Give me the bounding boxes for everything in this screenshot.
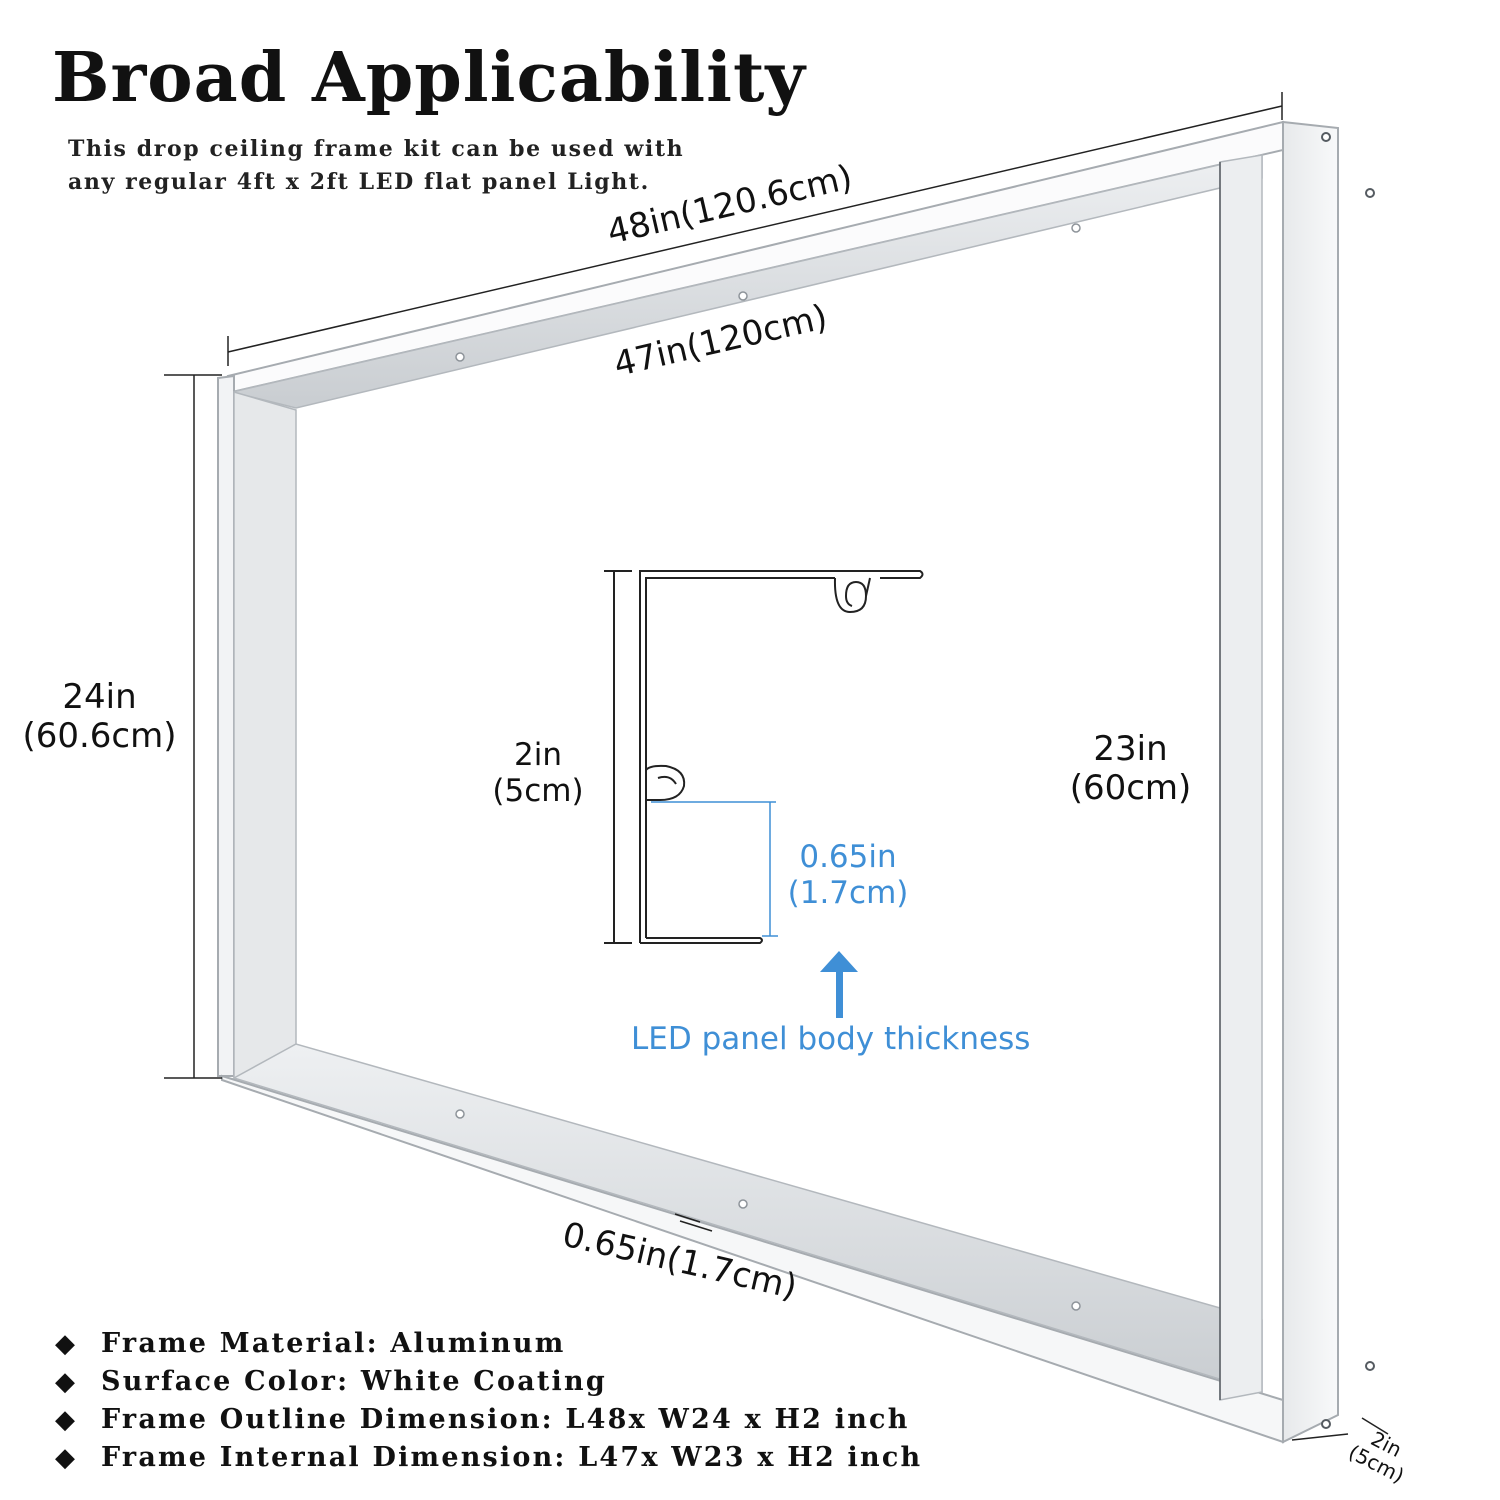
outer-width-label: 24in (60.6cm) bbox=[12, 677, 187, 757]
screw-holes bbox=[455, 223, 1081, 1311]
spec-item-text: Frame Internal Dimension: L47x W23 x H2 … bbox=[101, 1442, 923, 1473]
inner-width-cm: (60cm) bbox=[1069, 768, 1192, 809]
diamond-bullet-icon: ◆ bbox=[55, 1367, 78, 1397]
description-line-1: This drop ceiling frame kit can be used … bbox=[68, 136, 685, 162]
diamond-bullet-icon: ◆ bbox=[55, 1329, 78, 1359]
outer-width-cm: (60.6cm) bbox=[22, 716, 177, 757]
thickness-bracket bbox=[651, 801, 778, 937]
inner-width-label: 23in (60cm) bbox=[1058, 729, 1203, 809]
frame-right-side bbox=[1282, 120, 1339, 1444]
thickness-in: 0.65in bbox=[799, 839, 897, 875]
description-line-2: any regular 4ft x 2ft LED flat panel Lig… bbox=[68, 169, 650, 195]
spec-item: ◆ Frame Outline Dimension: L48x W24 x H2 … bbox=[55, 1401, 922, 1439]
spec-item-text: Frame Outline Dimension: L48x W24 x H2 i… bbox=[101, 1404, 910, 1435]
spec-item: ◆ Frame Material: Aluminum bbox=[55, 1325, 922, 1363]
inner-width-in: 23in bbox=[1093, 729, 1168, 769]
profile-height-in: 2in bbox=[514, 737, 562, 773]
frame-left-rail-inner bbox=[233, 391, 297, 1082]
description: This drop ceiling frame kit can be used … bbox=[68, 133, 748, 199]
frame-right-rail-inner bbox=[1219, 154, 1263, 1401]
arrow-label: LED panel body thickness bbox=[631, 1021, 1031, 1057]
diamond-bullet-icon: ◆ bbox=[55, 1405, 78, 1435]
dimension-lines bbox=[164, 92, 1389, 1441]
spec-item-text: Surface Color: White Coating bbox=[101, 1366, 607, 1397]
profile-height-label: 2in (5cm) bbox=[482, 737, 594, 809]
frame-left-rail bbox=[217, 374, 235, 1077]
outer-width-in: 24in bbox=[62, 677, 137, 717]
corner-screws bbox=[1321, 132, 1375, 1429]
spec-item: ◆ Surface Color: White Coating bbox=[55, 1363, 922, 1401]
thickness-cm: (1.7cm) bbox=[787, 874, 909, 911]
spec-item-text: Frame Material: Aluminum bbox=[101, 1328, 566, 1359]
page-title: Broad Applicability bbox=[52, 38, 806, 118]
spec-list: ◆ Frame Material: Aluminum ◆ Surface Color… bbox=[55, 1325, 922, 1477]
thickness-label: 0.65in (1.7cm) bbox=[778, 839, 918, 911]
profile-height-cm: (5cm) bbox=[492, 772, 584, 809]
up-arrow-icon bbox=[820, 951, 858, 1018]
profile-cross-section bbox=[604, 570, 924, 944]
diamond-bullet-icon: ◆ bbox=[55, 1443, 78, 1473]
spec-item: ◆ Frame Internal Dimension: L47x W23 x H2… bbox=[55, 1439, 922, 1477]
